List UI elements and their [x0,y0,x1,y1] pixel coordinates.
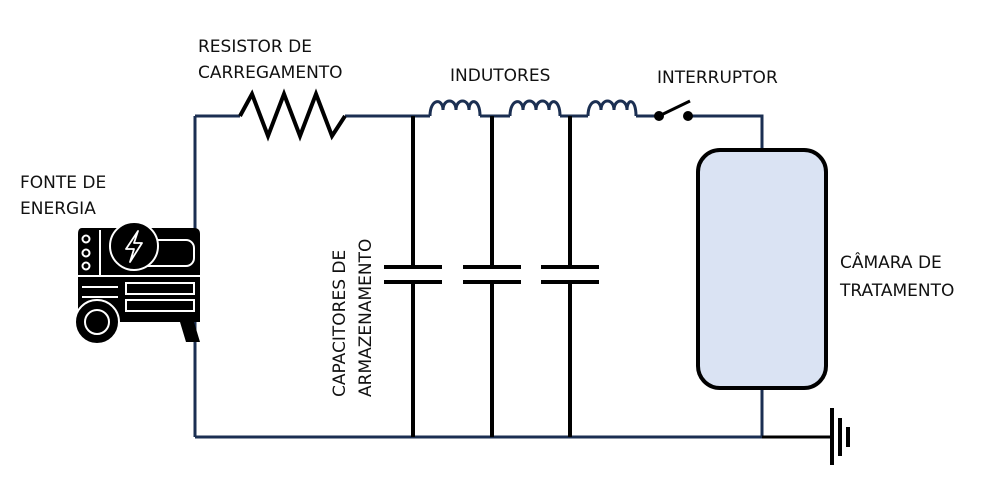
treatment-chamber[interactable] [696,148,828,390]
inductor-2 [508,99,562,117]
label-switch: INTERRUPTOR [657,68,778,88]
inductor-3 [586,99,638,117]
label-capacitors-line2: ARMAZENAMENTO [356,239,376,397]
label-power-source-line2: ENERGIA [20,199,96,219]
inductor-1 [428,99,482,117]
inductor-symbol [586,99,638,117]
lightning-icon [125,230,143,263]
label-capacitors-line1: CAPACITORES DE [330,250,350,397]
capacitor-3 [541,116,599,437]
switch-symbol[interactable] [654,99,693,121]
capacitor-2 [463,116,521,437]
resistor-symbol [238,88,347,142]
inductor-symbol [508,99,562,117]
label-chamber-line1: CÂMARA DE [840,251,942,273]
wire-switch-chamber [690,114,764,150]
inductor-symbol [428,99,482,117]
ground-symbol [762,408,850,465]
label-power-source-line1: FONTE DE [20,173,106,193]
label-resistor-line1: RESISTOR DE [198,37,312,57]
label-chamber-line2: TRATAMENTO [839,281,954,301]
label-inductors: INDUTORES [450,66,550,86]
generator-icon [74,221,200,345]
capacitor-1 [384,116,442,437]
label-resistor-line2: CARREGAMENTO [198,63,343,83]
